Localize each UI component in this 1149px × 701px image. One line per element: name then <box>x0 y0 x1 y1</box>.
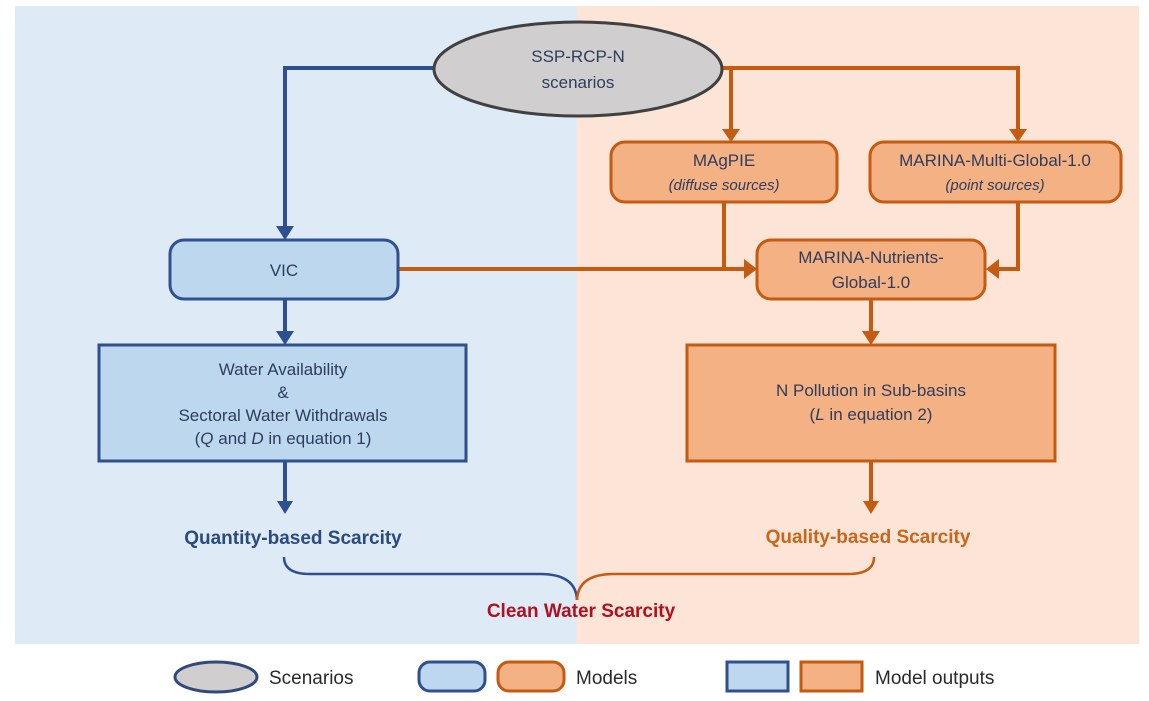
quantity-panel-background <box>15 6 577 644</box>
model-marina-multi-title: MARINA-Multi-Global-1.0 <box>899 151 1091 170</box>
scenario-label-line1: SSP-RCP-N <box>531 47 625 66</box>
model-marina-nutrients-line2: Global-1.0 <box>832 273 910 292</box>
output-pollution-box <box>685 343 1057 463</box>
output-water-line3: Sectoral Water Withdrawals <box>178 406 387 425</box>
clean-water-scarcity-label: Clean Water Scarcity <box>487 601 676 622</box>
scenario-ellipse <box>432 20 724 118</box>
legend-blue-model-icon <box>417 660 487 693</box>
model-magpie-title: MAgPIE <box>693 151 755 170</box>
output-water-line2: & <box>277 383 289 402</box>
connector-scenario-to-magpie <box>720 66 1027 142</box>
connector-vic-to-marina-nutrients <box>398 259 757 279</box>
model-vic-title: VIC <box>270 261 298 280</box>
legend-scenarios-label: Scenarios <box>269 668 354 689</box>
legend-orange-output-icon <box>799 660 864 693</box>
quality-panel-background <box>577 6 1139 644</box>
model-magpie-box <box>609 140 839 204</box>
model-vic-box <box>168 238 400 301</box>
model-magpie-subtitle: (diffuse sources) <box>669 177 780 194</box>
scenario-node[interactable]: SSP-RCP-N scenarios <box>432 20 724 118</box>
connector-vic-to-water-output <box>276 299 294 345</box>
legend-model-outputs-label: Model outputs <box>875 668 994 689</box>
output-water-box <box>97 343 468 463</box>
output-pollution-line2: (L in equation 2) <box>810 405 933 424</box>
output-pollution-line1: N Pollution in Sub-basins <box>776 381 966 400</box>
connector-pollution-output-to-quality <box>863 462 879 514</box>
model-magpie[interactable]: MAgPIE (diffuse sources) <box>609 140 839 204</box>
model-marina-multi-box <box>868 140 1123 204</box>
legend-item-models: Models <box>417 660 637 693</box>
output-water-line1: Water Availability <box>219 360 348 379</box>
legend-models-label: Models <box>576 668 637 689</box>
connector-water-output-to-quantity <box>277 462 293 514</box>
legend-item-model-outputs: Model outputs <box>725 660 994 693</box>
model-vic[interactable]: VIC <box>168 238 400 301</box>
brace-quality-half <box>575 556 876 601</box>
connector-marina-nutrients-to-pollution-output <box>862 299 880 345</box>
connector-scenario-to-vic <box>276 66 436 240</box>
model-marina-multi-subtitle: (point sources) <box>945 177 1044 194</box>
legend: Scenarios Models Model outputs <box>173 660 994 694</box>
legend-orange-model-icon <box>496 660 566 693</box>
quality-scarcity-label: Quality-based Scarcity <box>766 527 971 548</box>
model-marina-nutrients-box <box>755 238 987 301</box>
legend-scenario-ellipse-icon <box>173 660 259 694</box>
output-water-line4: (Q and D in equation 1) <box>195 429 372 448</box>
model-marina-multi[interactable]: MARINA-Multi-Global-1.0 (point sources) <box>868 140 1123 204</box>
output-pollution[interactable]: N Pollution in Sub-basins (L in equation… <box>685 343 1057 463</box>
legend-blue-output-icon <box>725 660 790 693</box>
scenario-label-line2: scenarios <box>542 73 615 92</box>
brace-quantity-half <box>282 556 579 601</box>
legend-item-scenarios: Scenarios <box>173 660 354 694</box>
model-marina-nutrients-line1: MARINA-Nutrients- <box>798 248 943 267</box>
connector-marina-multi-to-marina-nutrients <box>986 202 1020 279</box>
output-water[interactable]: Water Availability & Sectoral Water With… <box>97 343 468 463</box>
quantity-scarcity-label: Quantity-based Scarcity <box>184 528 402 549</box>
model-marina-nutrients[interactable]: MARINA-Nutrients- Global-1.0 <box>755 238 987 301</box>
